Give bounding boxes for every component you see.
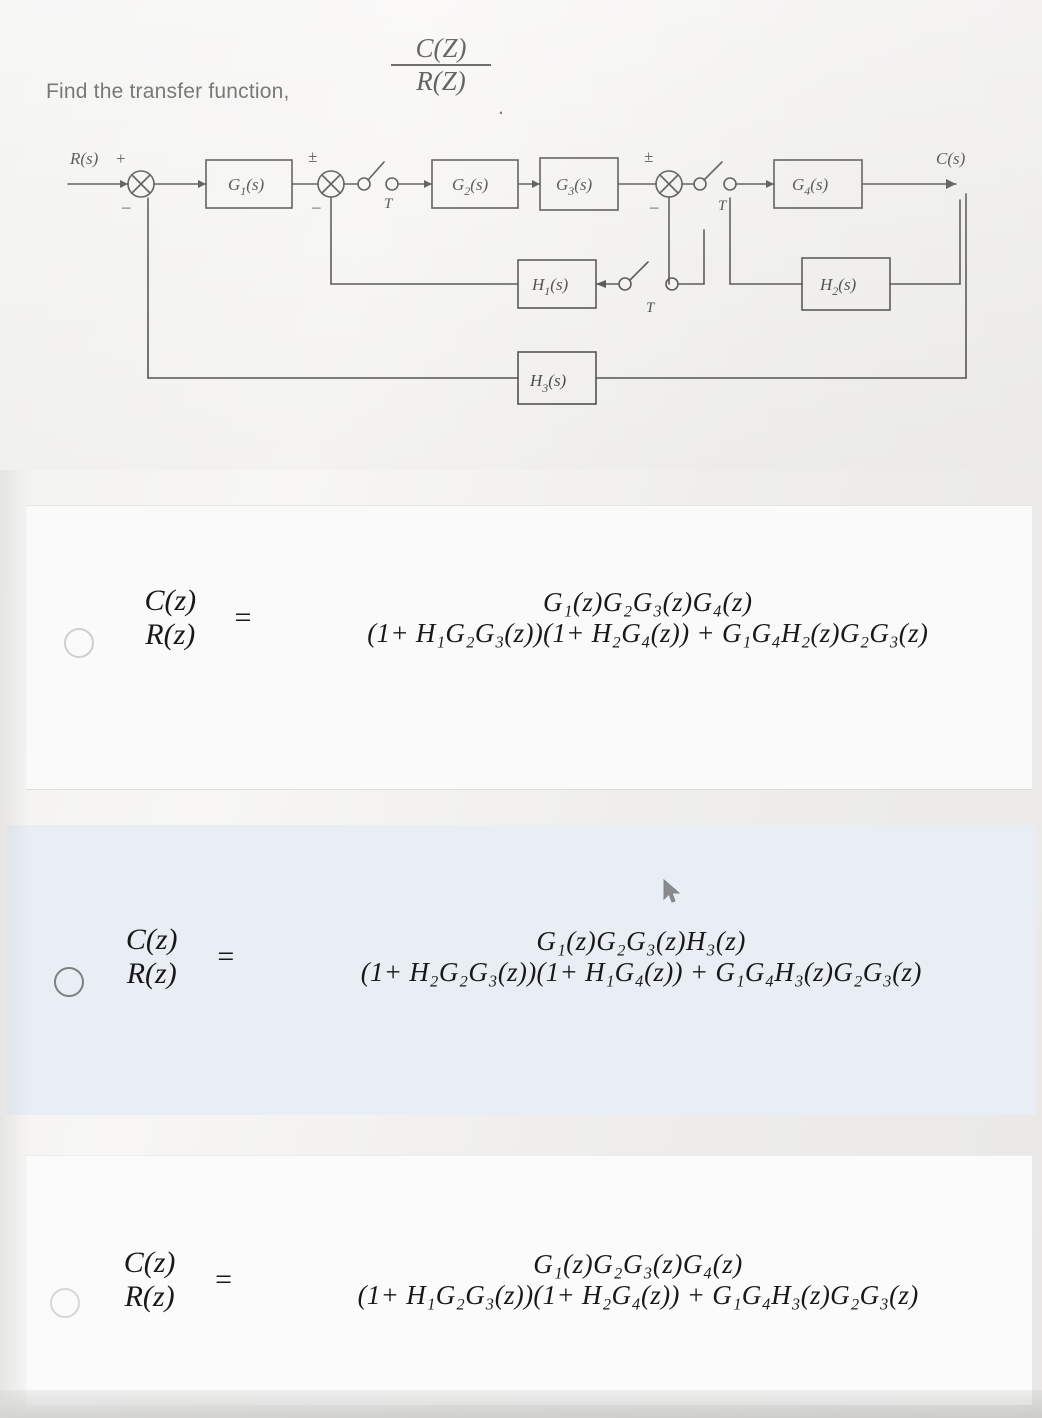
option-3-lhs: C(z) R(z) <box>96 1246 203 1313</box>
option-3-lhs-denominator: R(z) <box>124 1279 175 1313</box>
radio-button-option-3[interactable] <box>50 1288 80 1318</box>
diagram-block-G1: G1(s) <box>228 175 265 198</box>
option-2-formula: C(z) R(z) = G₁(z)G₂G₃(z)H₃(z) (1+ H₂G₂G₃… <box>98 923 1036 990</box>
option-1-formula: C(z) R(z) = G₁(z)G₂G₃(z)G₄(z) (1+ H₁G₂G₃… <box>118 584 1032 651</box>
question-fraction-numerator: C(Z) <box>415 33 467 63</box>
option-3-formula: C(z) R(z) = G₁(z)G₂G₃(z)G₄(z) (1+ H₁G₂G₃… <box>96 1246 1032 1313</box>
question-period: . <box>498 96 504 119</box>
question-fraction-bar <box>391 64 491 67</box>
radio-button-option-1[interactable] <box>64 628 94 658</box>
question-prompt: Find the transfer function, <box>46 80 290 103</box>
diagram-block-G3: G3(s) <box>556 175 593 198</box>
diagram-sampler-label-1: T <box>384 196 394 212</box>
diagram-input-label: R(s) <box>69 149 99 168</box>
answer-option-3[interactable]: C(z) R(z) = G₁(z)G₂G₃(z)G₄(z) (1+ H₁G₂G₃… <box>26 1155 1032 1405</box>
diagram-summer2-pm: ± <box>308 147 317 166</box>
diagram-summer3-minus: – <box>649 197 659 216</box>
option-1-lhs-numerator: C(z) <box>144 584 197 617</box>
diagram-block-H2: H2(s) <box>819 275 857 298</box>
option-2-equals: = <box>217 939 235 973</box>
diagram-block-H1: H1(s) <box>531 275 569 298</box>
option-3-equals: = <box>215 1262 233 1296</box>
option-2-lhs: C(z) R(z) <box>98 923 205 990</box>
option-3-denominator: (1+ H₁G₂G₃(z))(1+ H₂G₄(z)) + G₁G₄H₃(z)G₂… <box>357 1279 919 1310</box>
option-3-numerator: G₁(z)G₂G₃(z)G₄(z) <box>533 1248 743 1279</box>
block-diagram: R(s) + – ± – ± – C(s) G1(s) G2(s) G3(s) … <box>40 140 1000 420</box>
question-fraction-denominator: R(Z) <box>416 66 466 97</box>
question-header: Find the transfer function, C(Z) R(Z) . <box>46 18 986 119</box>
diagram-summer2-minus: – <box>311 197 321 216</box>
diagram-block-G2: G2(s) <box>452 175 489 198</box>
diagram-summer3-pm: ± <box>644 147 653 166</box>
diagram-summer1-plus: + <box>116 149 126 168</box>
option-1-equals: = <box>234 600 252 634</box>
option-1-denominator: (1+ H₁G₂G₃(z))(1+ H₂G₄(z)) + G₁G₄H₂(z)G₂… <box>367 617 929 648</box>
option-2-denominator: (1+ H₂G₂G₃(z))(1+ H₁G₄(z)) + G₁G₄H₃(z)G₂… <box>360 956 922 987</box>
diagram-block-H3: H3(s) <box>529 371 567 395</box>
diagram-output-label: C(s) <box>936 149 966 168</box>
diagram-sampler-label-3: T <box>646 300 656 316</box>
answer-option-1[interactable]: C(z) R(z) = G₁(z)G₂G₃(z)G₄(z) (1+ H₁G₂G₃… <box>26 505 1032 790</box>
option-2-lhs-denominator: R(z) <box>126 956 177 990</box>
diagram-summer1-minus: – <box>121 197 131 216</box>
diagram-block-G4: G4(s) <box>792 175 829 198</box>
radio-button-option-2[interactable] <box>54 967 84 997</box>
option-2-numerator: G₁(z)G₂G₃(z)H₃(z) <box>536 925 746 956</box>
option-2-rhs: G₁(z)G₂G₃(z)H₃(z) (1+ H₂G₂G₃(z))(1+ H₁G₄… <box>246 926 1036 988</box>
option-3-lhs-numerator: C(z) <box>123 1246 176 1279</box>
option-1-numerator: G₁(z)G₂G₃(z)G₄(z) <box>542 586 753 617</box>
question-fraction: C(Z) R(Z) <box>391 34 491 97</box>
answer-option-2[interactable]: C(z) R(z) = G₁(z)G₂G₃(z)H₃(z) (1+ H₂G₂G₃… <box>6 825 1036 1115</box>
option-3-rhs: G₁(z)G₂G₃(z)G₄(z) (1+ H₁G₂G₃(z))(1+ H₂G₄… <box>244 1249 1032 1311</box>
option-1-lhs-denominator: R(z) <box>145 617 196 651</box>
diagram-sampler-label-2: T <box>718 198 728 214</box>
option-1-rhs: G₁(z)G₂G₃(z)G₄(z) (1+ H₁G₂G₃(z))(1+ H₂G₄… <box>263 587 1032 649</box>
option-1-lhs: C(z) R(z) <box>118 584 223 651</box>
option-2-lhs-numerator: C(z) <box>125 923 178 956</box>
